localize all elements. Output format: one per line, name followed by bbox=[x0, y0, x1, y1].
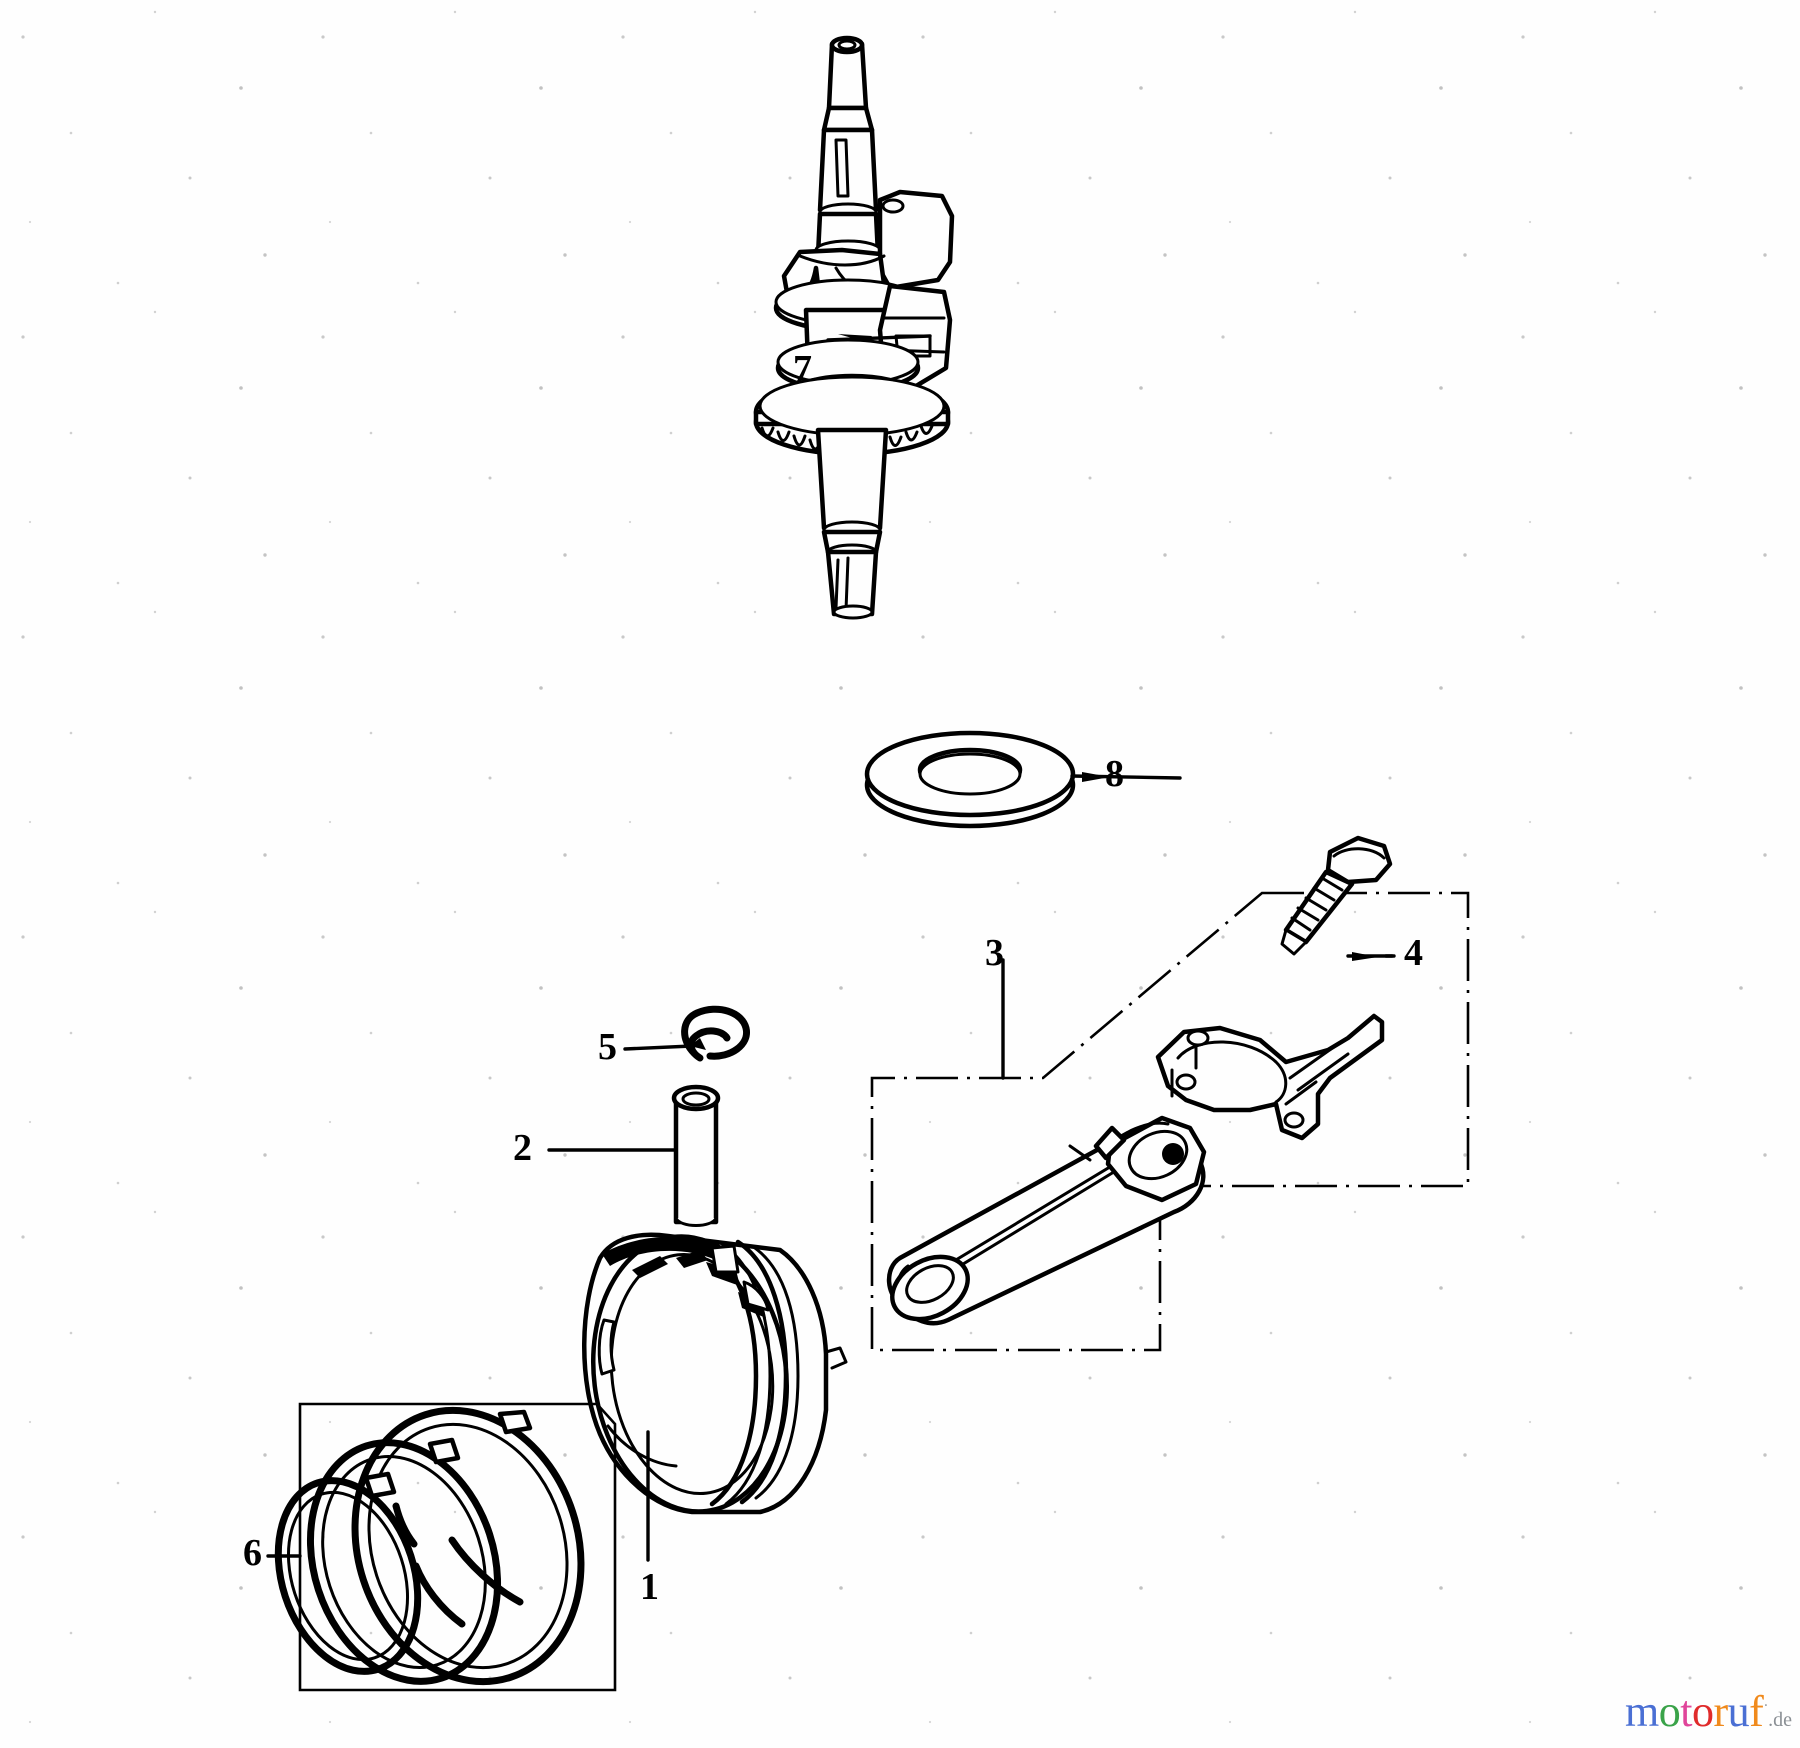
connecting-rod-bolt-illustration bbox=[1280, 835, 1393, 956]
callout-label-3: 3 bbox=[985, 932, 1004, 974]
watermark-letter: m bbox=[1625, 1687, 1659, 1736]
leader-4 bbox=[1346, 952, 1396, 961]
piston-illustration bbox=[582, 1232, 848, 1515]
connecting-rod-cap-illustration bbox=[1155, 1013, 1385, 1141]
leader-8 bbox=[1070, 772, 1182, 782]
callout-label-6: 6 bbox=[243, 1532, 262, 1574]
watermark-tld: .de bbox=[1768, 1709, 1792, 1731]
thrust-washer-illustration bbox=[864, 730, 1076, 829]
piston-pin-illustration bbox=[671, 1084, 721, 1227]
piston-pin-clip-illustration bbox=[681, 1005, 750, 1062]
callout-label-5: 5 bbox=[598, 1026, 617, 1068]
watermark-letter: f bbox=[1749, 1687, 1764, 1736]
callout-label-7: 7 bbox=[793, 348, 812, 390]
callout-label-8: 8 bbox=[1105, 753, 1124, 795]
piston-ring-box bbox=[298, 1402, 617, 1692]
leader-5 bbox=[623, 1044, 694, 1051]
connecting-rod-illustration bbox=[886, 1115, 1207, 1326]
watermark-letter: u bbox=[1727, 1687, 1750, 1736]
watermark-letter: t bbox=[1680, 1687, 1692, 1736]
callout-label-2: 2 bbox=[513, 1127, 532, 1169]
watermark-letter: r bbox=[1713, 1687, 1728, 1736]
callout-label-1: 1 bbox=[640, 1566, 659, 1608]
watermark-superscript-dot: · bbox=[1763, 1697, 1769, 1715]
motoruf-watermark: motoruf·.de bbox=[1625, 1686, 1792, 1737]
watermark-letter: o bbox=[1691, 1687, 1714, 1736]
connecting-rod-group-box bbox=[870, 891, 1470, 1352]
callout-label-4: 4 bbox=[1404, 932, 1423, 974]
watermark-letter: o bbox=[1658, 1687, 1681, 1736]
crankshaft-illustration bbox=[753, 35, 955, 620]
leader-7 bbox=[826, 334, 932, 342]
piston-ring-set-illustration bbox=[274, 1406, 585, 1686]
